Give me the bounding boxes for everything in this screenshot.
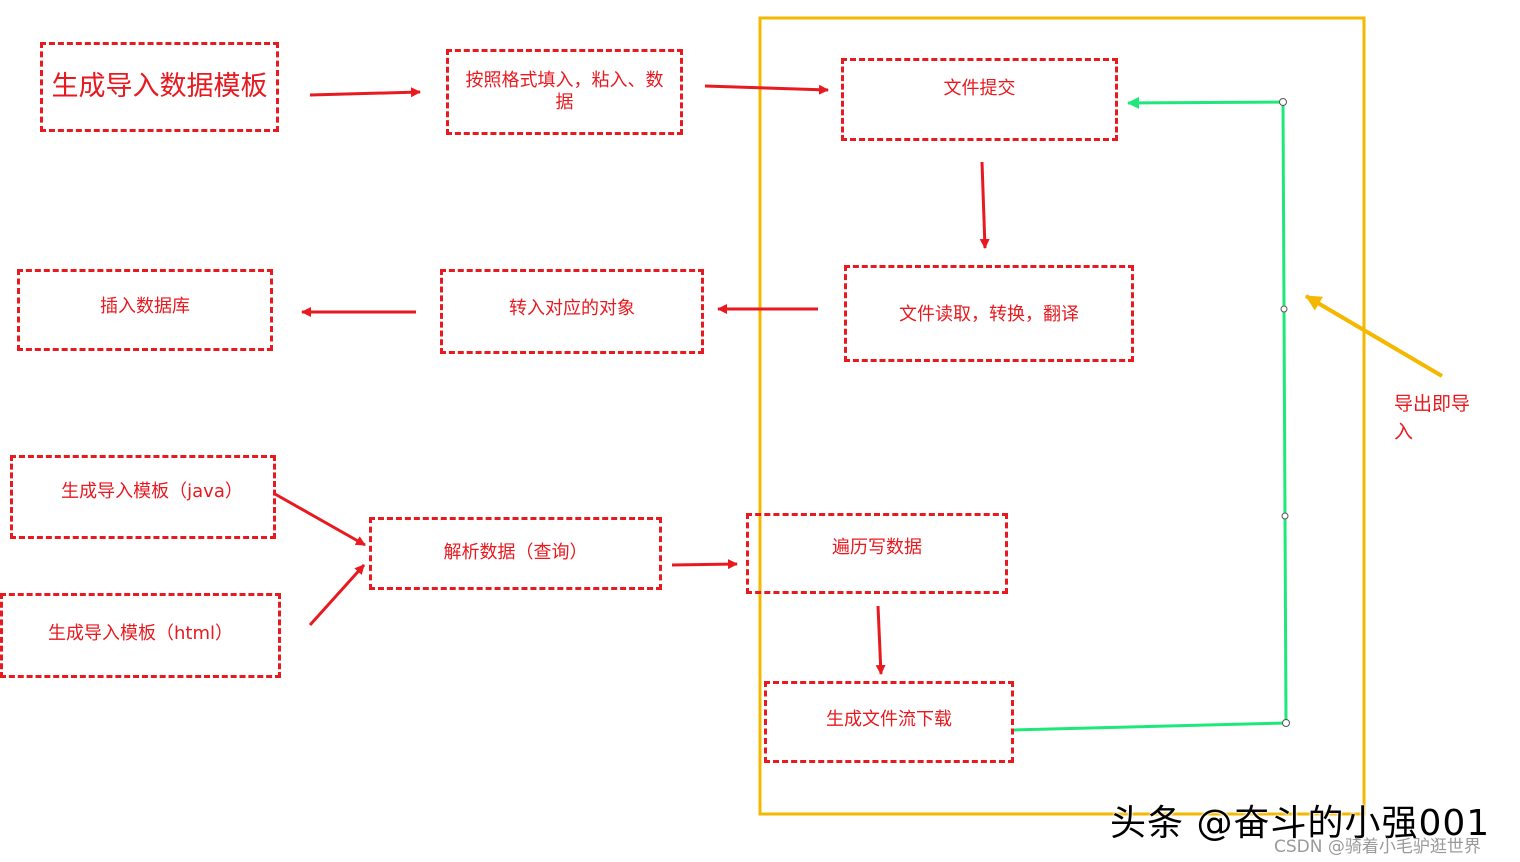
arrow-parse-to-write <box>671 559 738 570</box>
box-gen-stream-label: 生成文件流下载 <box>826 709 952 730</box>
csdn-watermark: CSDN @骑着小毛驴逛世界 <box>1274 837 1481 857</box>
container-frame <box>758 16 1366 816</box>
box-insert-db: 插入数据库 <box>17 269 273 351</box>
box-to-object-label: 转入对应的对象 <box>509 297 635 319</box>
box-gen-template: 生成导入数据模板 <box>40 42 279 132</box>
box-write-data-label: 遍历写数据 <box>832 536 922 558</box>
box-gen-java: 生成导入模板（java） <box>10 455 276 539</box>
callout-note: 导出即导入 <box>1394 393 1471 443</box>
box-to-object: 转入对应的对象 <box>440 269 704 354</box>
loop-node <box>1282 719 1290 727</box>
box-fill-format-label: 按照格式填入，粘入、数据 <box>465 70 664 113</box>
arrow-fill-to-submit <box>704 84 829 95</box>
arrow-html-to-parse <box>308 563 366 627</box>
box-parse-data-label: 解析数据（查询） <box>443 541 588 563</box>
arrow-template-to-fill <box>309 87 421 98</box>
box-parse-data: 解析数据（查询） <box>369 517 662 590</box>
box-file-read-label: 文件读取，转换，翻译 <box>899 303 1079 325</box>
loop-line <box>1012 96 1288 732</box>
loop-node <box>1280 305 1288 313</box>
brand-watermark: 头条 @奋斗的小强001 <box>1110 803 1491 844</box>
arrow-submit-to-read <box>979 161 990 249</box>
box-gen-java-label: 生成导入模板（java） <box>61 481 243 502</box>
box-fill-format: 按照格式填入，粘入、数据 <box>446 49 683 135</box>
box-file-submit: 文件提交 <box>841 58 1118 141</box>
box-file-submit-label: 文件提交 <box>943 77 1016 99</box>
box-gen-stream: 生成文件流下载 <box>764 681 1014 763</box>
box-insert-db-label: 插入数据库 <box>100 296 190 317</box>
arrow-write-to-stream <box>875 605 886 675</box>
loop-node <box>1279 98 1287 106</box>
box-gen-template-label: 生成导入数据模板 <box>51 71 268 102</box>
box-write-data: 遍历写数据 <box>746 513 1008 594</box>
loop-node <box>1281 512 1289 520</box>
box-gen-html: 生成导入模板（html） <box>0 593 281 678</box>
callout-arrow <box>1304 294 1444 378</box>
box-file-read: 文件读取，转换，翻译 <box>844 265 1134 362</box>
box-gen-html-label: 生成导入模板（html） <box>47 622 233 644</box>
arrow-java-to-parse <box>274 492 366 547</box>
